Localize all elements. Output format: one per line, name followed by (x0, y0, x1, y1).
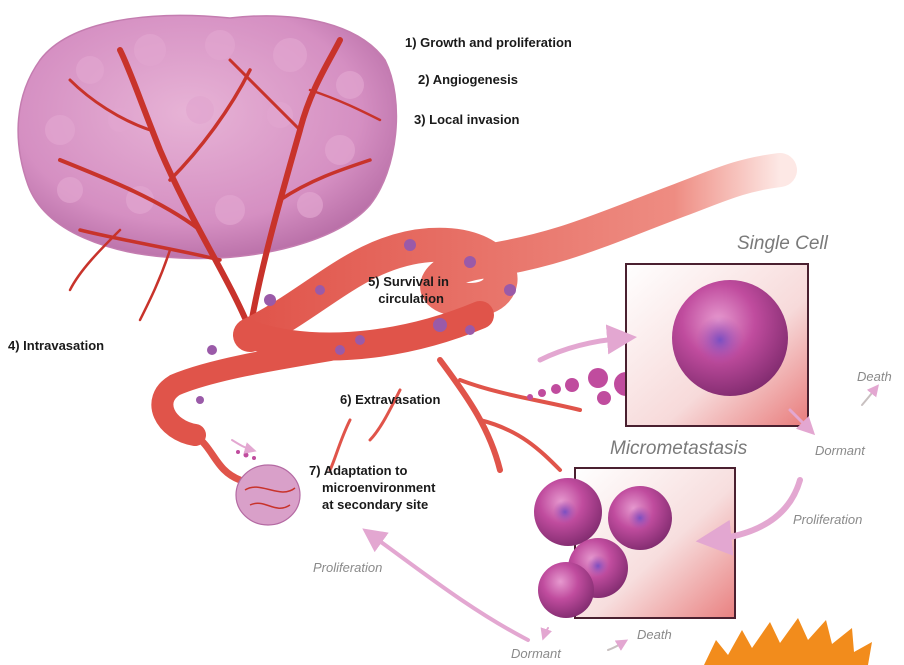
step-2-label: 2) Angiogenesis (418, 71, 518, 88)
death-label-top: Death (857, 369, 892, 384)
step-5-label: 5) Survival in (361, 273, 449, 290)
step-1-label: 1) Growth and proliferation (405, 34, 572, 51)
proliferation-label-left: Proliferation (313, 560, 382, 575)
micrometastasis-panel (534, 468, 735, 618)
single-cell-panel (626, 264, 808, 426)
secondary-tumor (236, 450, 300, 525)
step-3-label: 3) Local invasion (414, 111, 519, 128)
death-label-bottom: Death (637, 627, 672, 642)
step-6-label: 6) Extravasation (340, 391, 440, 408)
step-7-label-line2: microenvironment (322, 479, 435, 496)
dormant-label-bottom: Dormant (511, 646, 561, 661)
step-7-label-line3: at secondary site (322, 496, 428, 513)
step-4-label: 4) Intravasation (8, 337, 104, 354)
step-7-label: 7) Adaptation to (309, 462, 407, 479)
dormant-label-right: Dormant (815, 443, 865, 458)
extravasating-cells (527, 368, 638, 405)
step-5-label-line2: circulation (361, 290, 444, 307)
single-cell-title: Single Cell (737, 233, 828, 255)
micrometastasis-title: Micrometastasis (610, 438, 747, 460)
proliferation-label-right: Proliferation (793, 512, 862, 527)
starburst-badge-icon (704, 618, 872, 665)
